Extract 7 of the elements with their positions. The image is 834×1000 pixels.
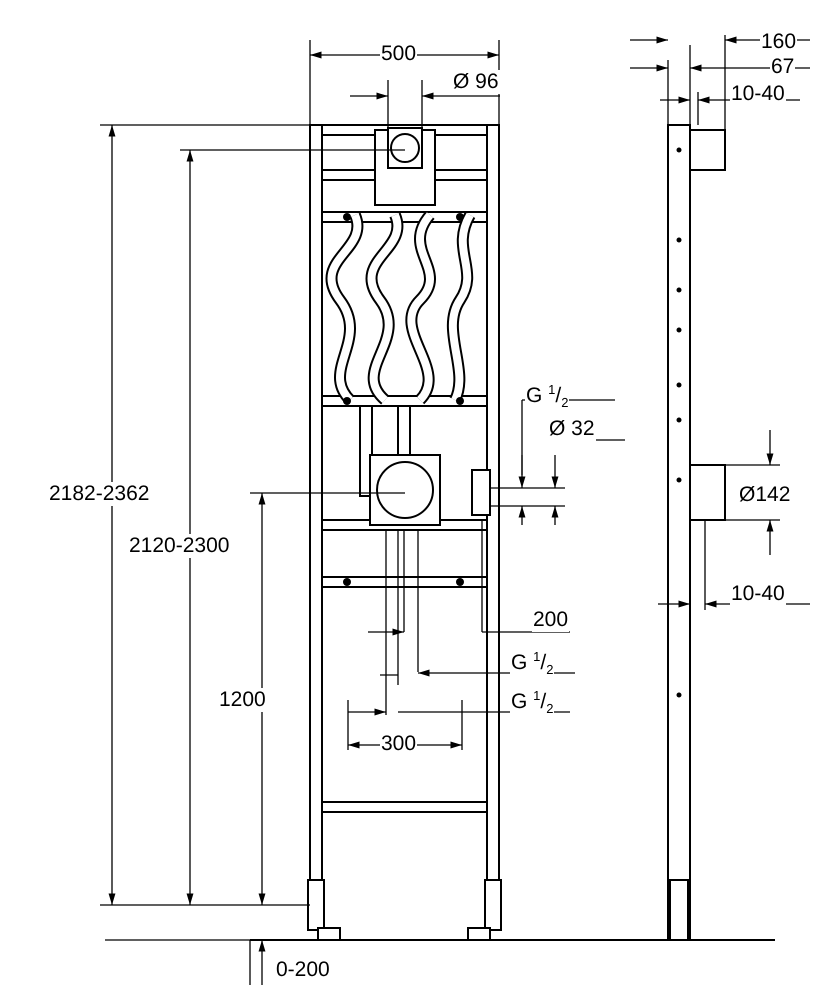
dimension-label: Ø 32 [548, 417, 596, 441]
dimension-label: 200 [532, 608, 570, 632]
dimension-label: 1200 [218, 688, 267, 712]
dimension-label: 2120-2300 [128, 534, 230, 558]
dimension-label: 10-40 [730, 582, 786, 606]
dimension-label: Ø 96 [452, 70, 500, 94]
dimension-label: 2182-2362 [48, 482, 150, 506]
